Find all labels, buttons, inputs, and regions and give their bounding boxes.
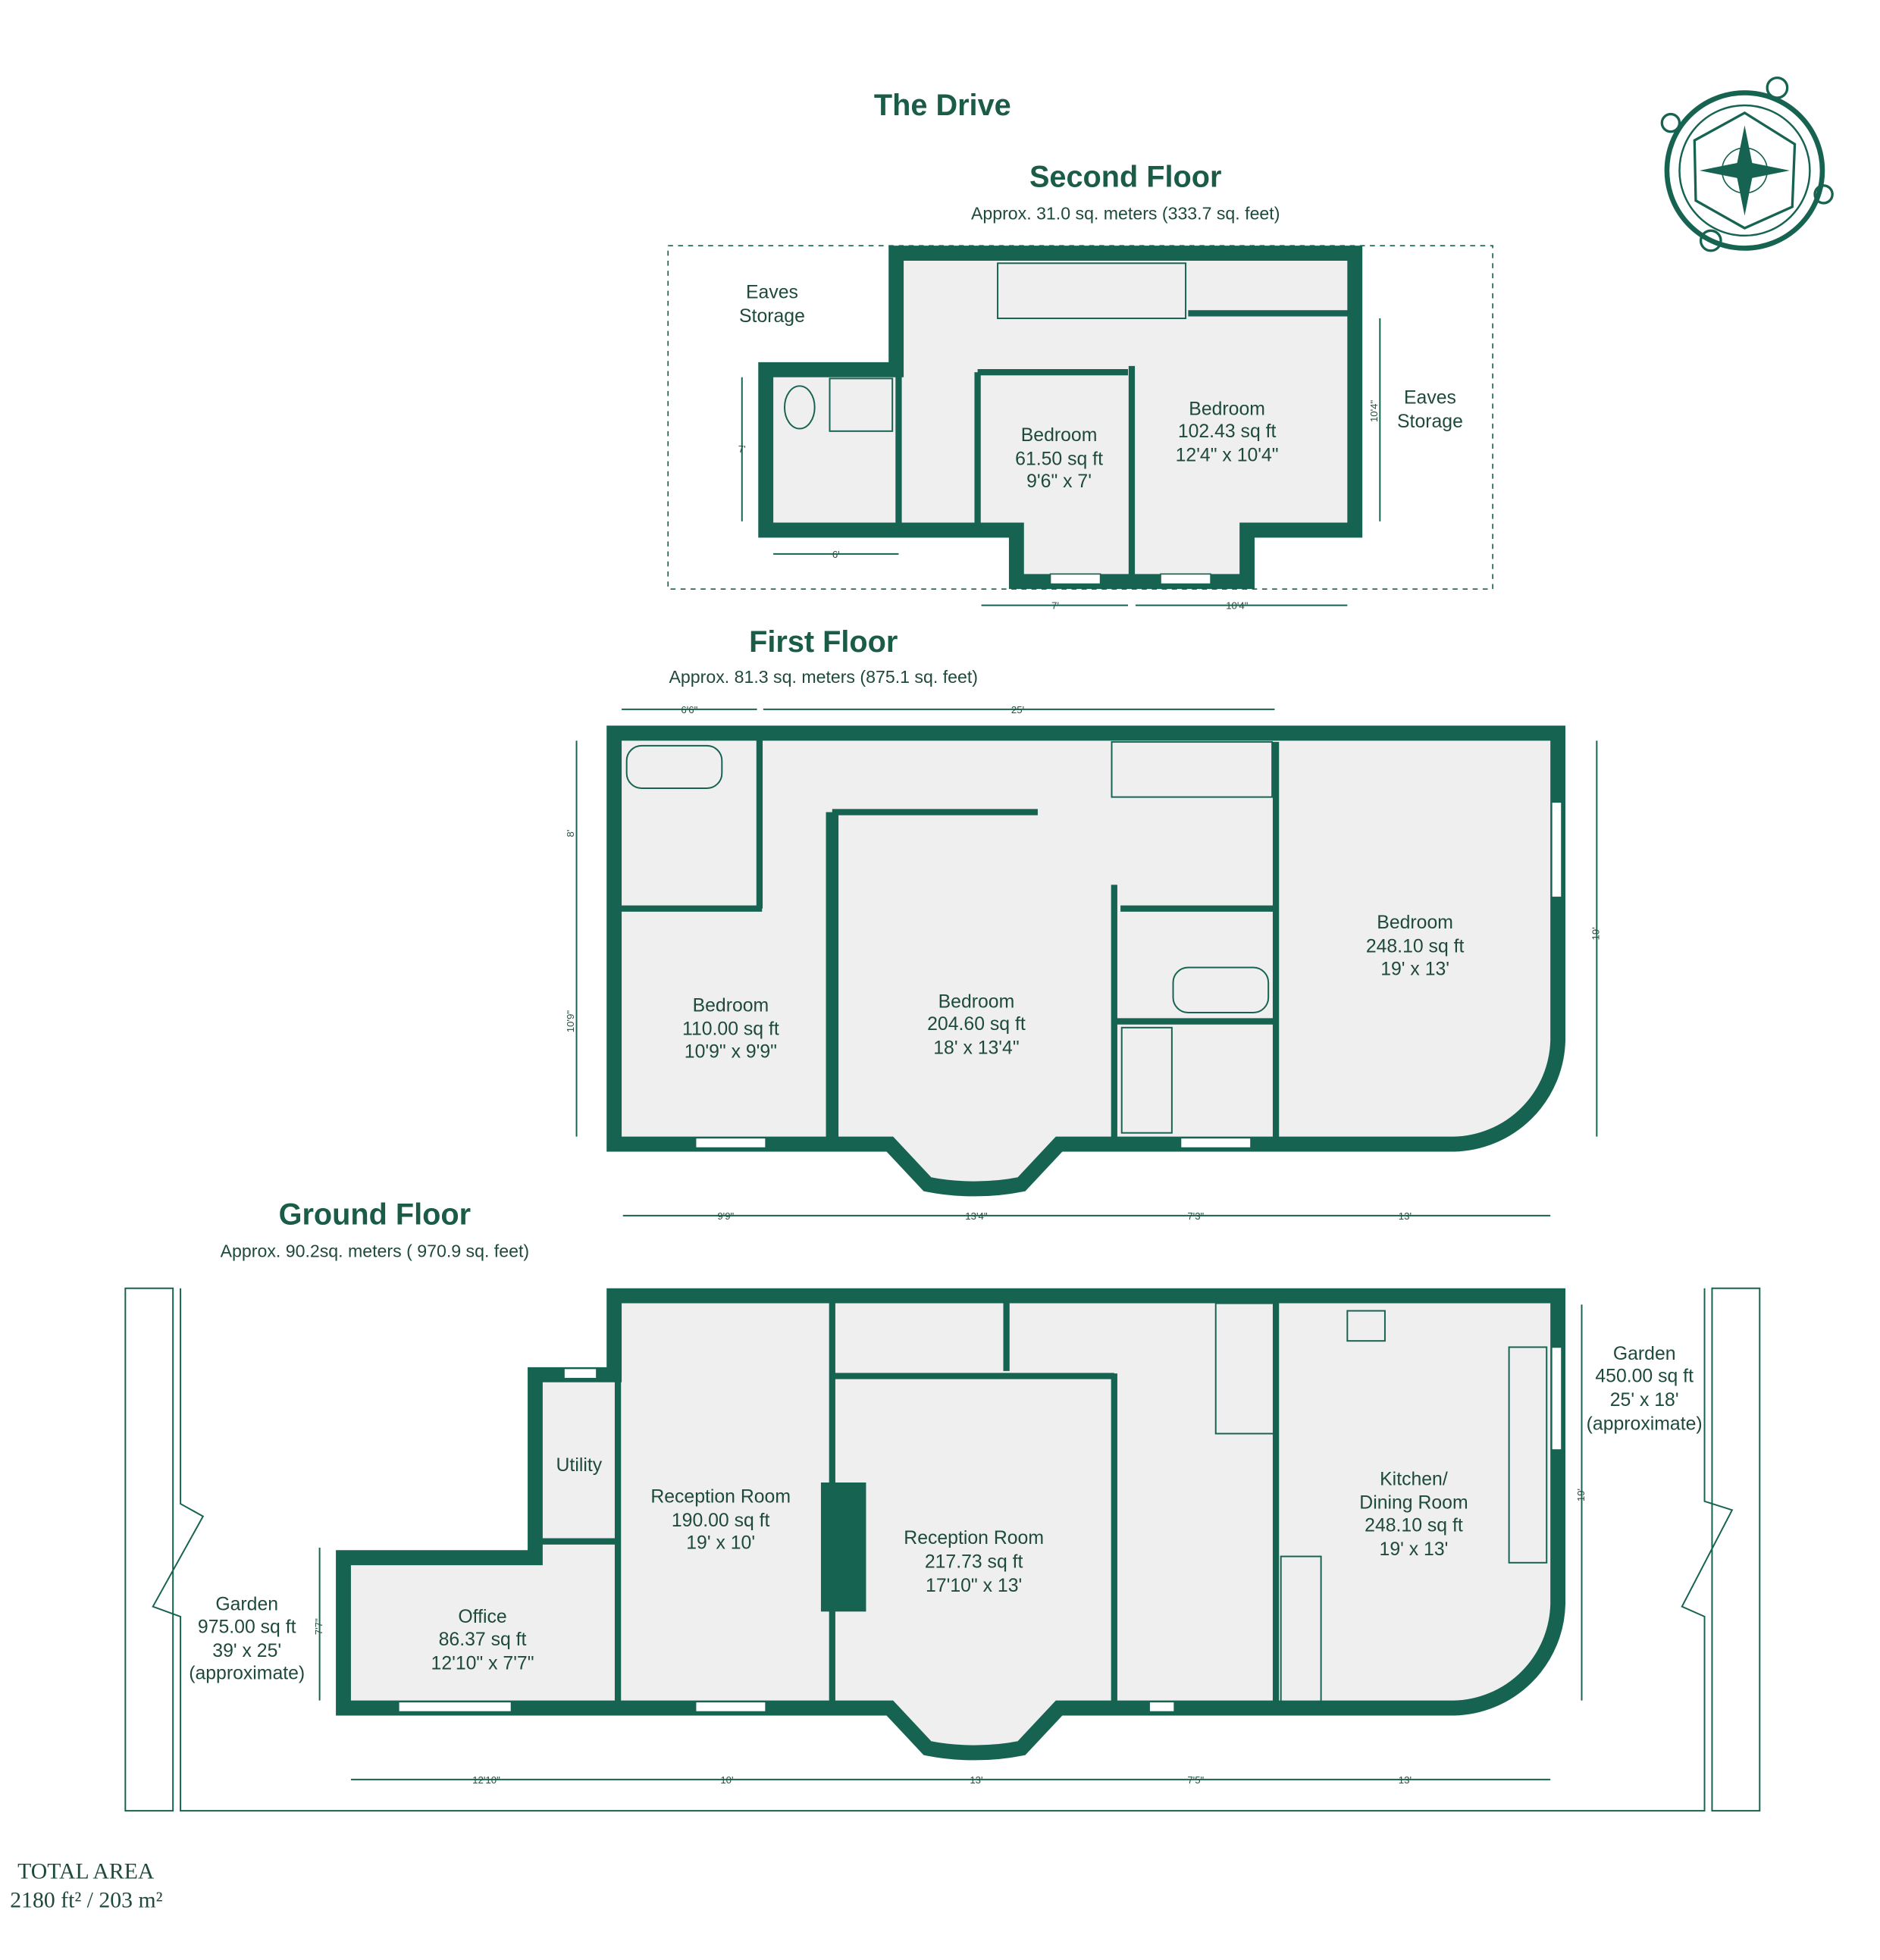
room-size: 19' x 13' — [1380, 1539, 1449, 1560]
dimension-label: 9'9" — [717, 1210, 734, 1222]
room-name: Utility — [556, 1455, 603, 1476]
room-name: Bedroom — [1377, 913, 1453, 933]
eaves-storage-left-line1: Eaves — [746, 283, 798, 303]
dimension-label: 8' — [565, 830, 576, 838]
first-floor-walls — [606, 725, 1566, 1197]
dimension-label: 6'6" — [681, 704, 697, 715]
room-area: 204.60 sq ft — [927, 1014, 1026, 1035]
plan-title: The Drive — [874, 89, 1011, 122]
dimension-label: 7' — [738, 443, 746, 455]
dimension-label: 7'5" — [1187, 1774, 1204, 1786]
room-size: 12'10" x 7'7" — [431, 1653, 534, 1674]
garden-size: 25' x 18' — [1610, 1390, 1679, 1411]
room-name: Reception Room — [650, 1486, 791, 1507]
ground-floor: Ground Floor Approx. 90.2sq. meters ( 97… — [124, 1198, 1761, 1812]
dimension-label: 13'4" — [965, 1210, 988, 1222]
ground-floor-walls — [336, 1288, 1566, 1761]
second-floor-walls — [758, 246, 1363, 590]
room-name: Bedroom — [693, 995, 769, 1016]
room-area: 248.10 sq ft — [1366, 937, 1465, 957]
eaves-storage-right-line2: Storage — [1397, 412, 1463, 432]
dimension-label: 7' — [1051, 600, 1059, 612]
eaves-storage-right-line1: Eaves — [1404, 387, 1456, 408]
garden-boundary — [124, 1287, 1761, 1812]
dimension-label: 25' — [1011, 704, 1024, 715]
dimension-label: 10'9" — [565, 1010, 576, 1033]
first-floor: First Floor Approx. 81.3 sq. meters (875… — [565, 625, 1601, 1222]
second-floor-area: Approx. 31.0 sq. meters (333.7 sq. feet) — [971, 203, 1280, 223]
eaves-storage-left-line2: Storage — [739, 306, 805, 327]
total-area-label: TOTAL AREA — [17, 1858, 155, 1883]
compass-rose-icon — [1660, 76, 1834, 252]
dimension-label: 13' — [1399, 1210, 1412, 1222]
second-floor: Second Floor Approx. 31.0 sq. meters (33… — [667, 160, 1493, 612]
dimension-label: 7'7" — [313, 1618, 324, 1635]
garden-name: Garden — [1613, 1344, 1676, 1364]
dimension-label: 6' — [832, 549, 840, 560]
room-name: Kitchen/ — [1380, 1469, 1448, 1489]
dimension-label: 12'10" — [472, 1774, 500, 1786]
room-size: 19' x 13' — [1380, 959, 1449, 979]
second-floor-title: Second Floor — [1029, 160, 1221, 193]
garden-size: 39' x 25' — [212, 1641, 281, 1661]
room-area: 190.00 sq ft — [672, 1511, 770, 1531]
first-floor-area: Approx. 81.3 sq. meters (875.1 sq. feet) — [669, 667, 978, 687]
garden-area: 975.00 sq ft — [198, 1617, 296, 1637]
room-size: 12'4" x 10'4" — [1176, 446, 1279, 466]
room-name: Bedroom — [938, 991, 1015, 1012]
room-size: 18' x 13'4" — [933, 1038, 1019, 1059]
room-area: 217.73 sq ft — [925, 1551, 1023, 1572]
room-area: 61.50 sq ft — [1015, 449, 1103, 469]
dimension-label: 13' — [1399, 1774, 1412, 1786]
room-name: Bedroom — [1021, 425, 1098, 446]
room-size: 17'10" x 13' — [926, 1576, 1022, 1596]
room-area: 110.00 sq ft — [682, 1019, 779, 1040]
room-name-line2: Dining Room — [1359, 1493, 1468, 1514]
room-name: Reception Room — [904, 1528, 1044, 1548]
garden-area: 450.00 sq ft — [1595, 1367, 1694, 1387]
total-area-value: 2180 ft² / 203 m² — [10, 1887, 162, 1912]
ground-floor-area: Approx. 90.2sq. meters ( 970.9 sq. feet) — [221, 1241, 529, 1260]
dimension-label: 10'4" — [1368, 399, 1380, 422]
room-name: Bedroom — [1189, 399, 1265, 419]
dimension-label: 10'4" — [1226, 600, 1249, 612]
room-area: 86.37 sq ft — [439, 1630, 527, 1650]
garden-note: (approximate) — [189, 1664, 305, 1684]
garden-name: Garden — [215, 1595, 278, 1615]
dimension-label: 10' — [720, 1774, 733, 1786]
dimension-label: 19' — [1590, 927, 1602, 940]
dimension-label: 19' — [1575, 1489, 1587, 1501]
garden-note: (approximate) — [1587, 1414, 1703, 1435]
first-floor-title: First Floor — [749, 625, 898, 659]
dimension-label: 7'3" — [1187, 1210, 1204, 1222]
room-name: Office — [458, 1607, 506, 1627]
room-size: 10'9" x 9'9" — [685, 1042, 777, 1063]
room-size: 19' x 10' — [686, 1533, 755, 1554]
room-area: 248.10 sq ft — [1365, 1515, 1463, 1536]
dimension-label: 13' — [970, 1774, 982, 1786]
ground-floor-title: Ground Floor — [279, 1198, 471, 1231]
room-size: 9'6" x 7' — [1026, 471, 1092, 492]
room-area: 102.43 sq ft — [1178, 421, 1277, 442]
